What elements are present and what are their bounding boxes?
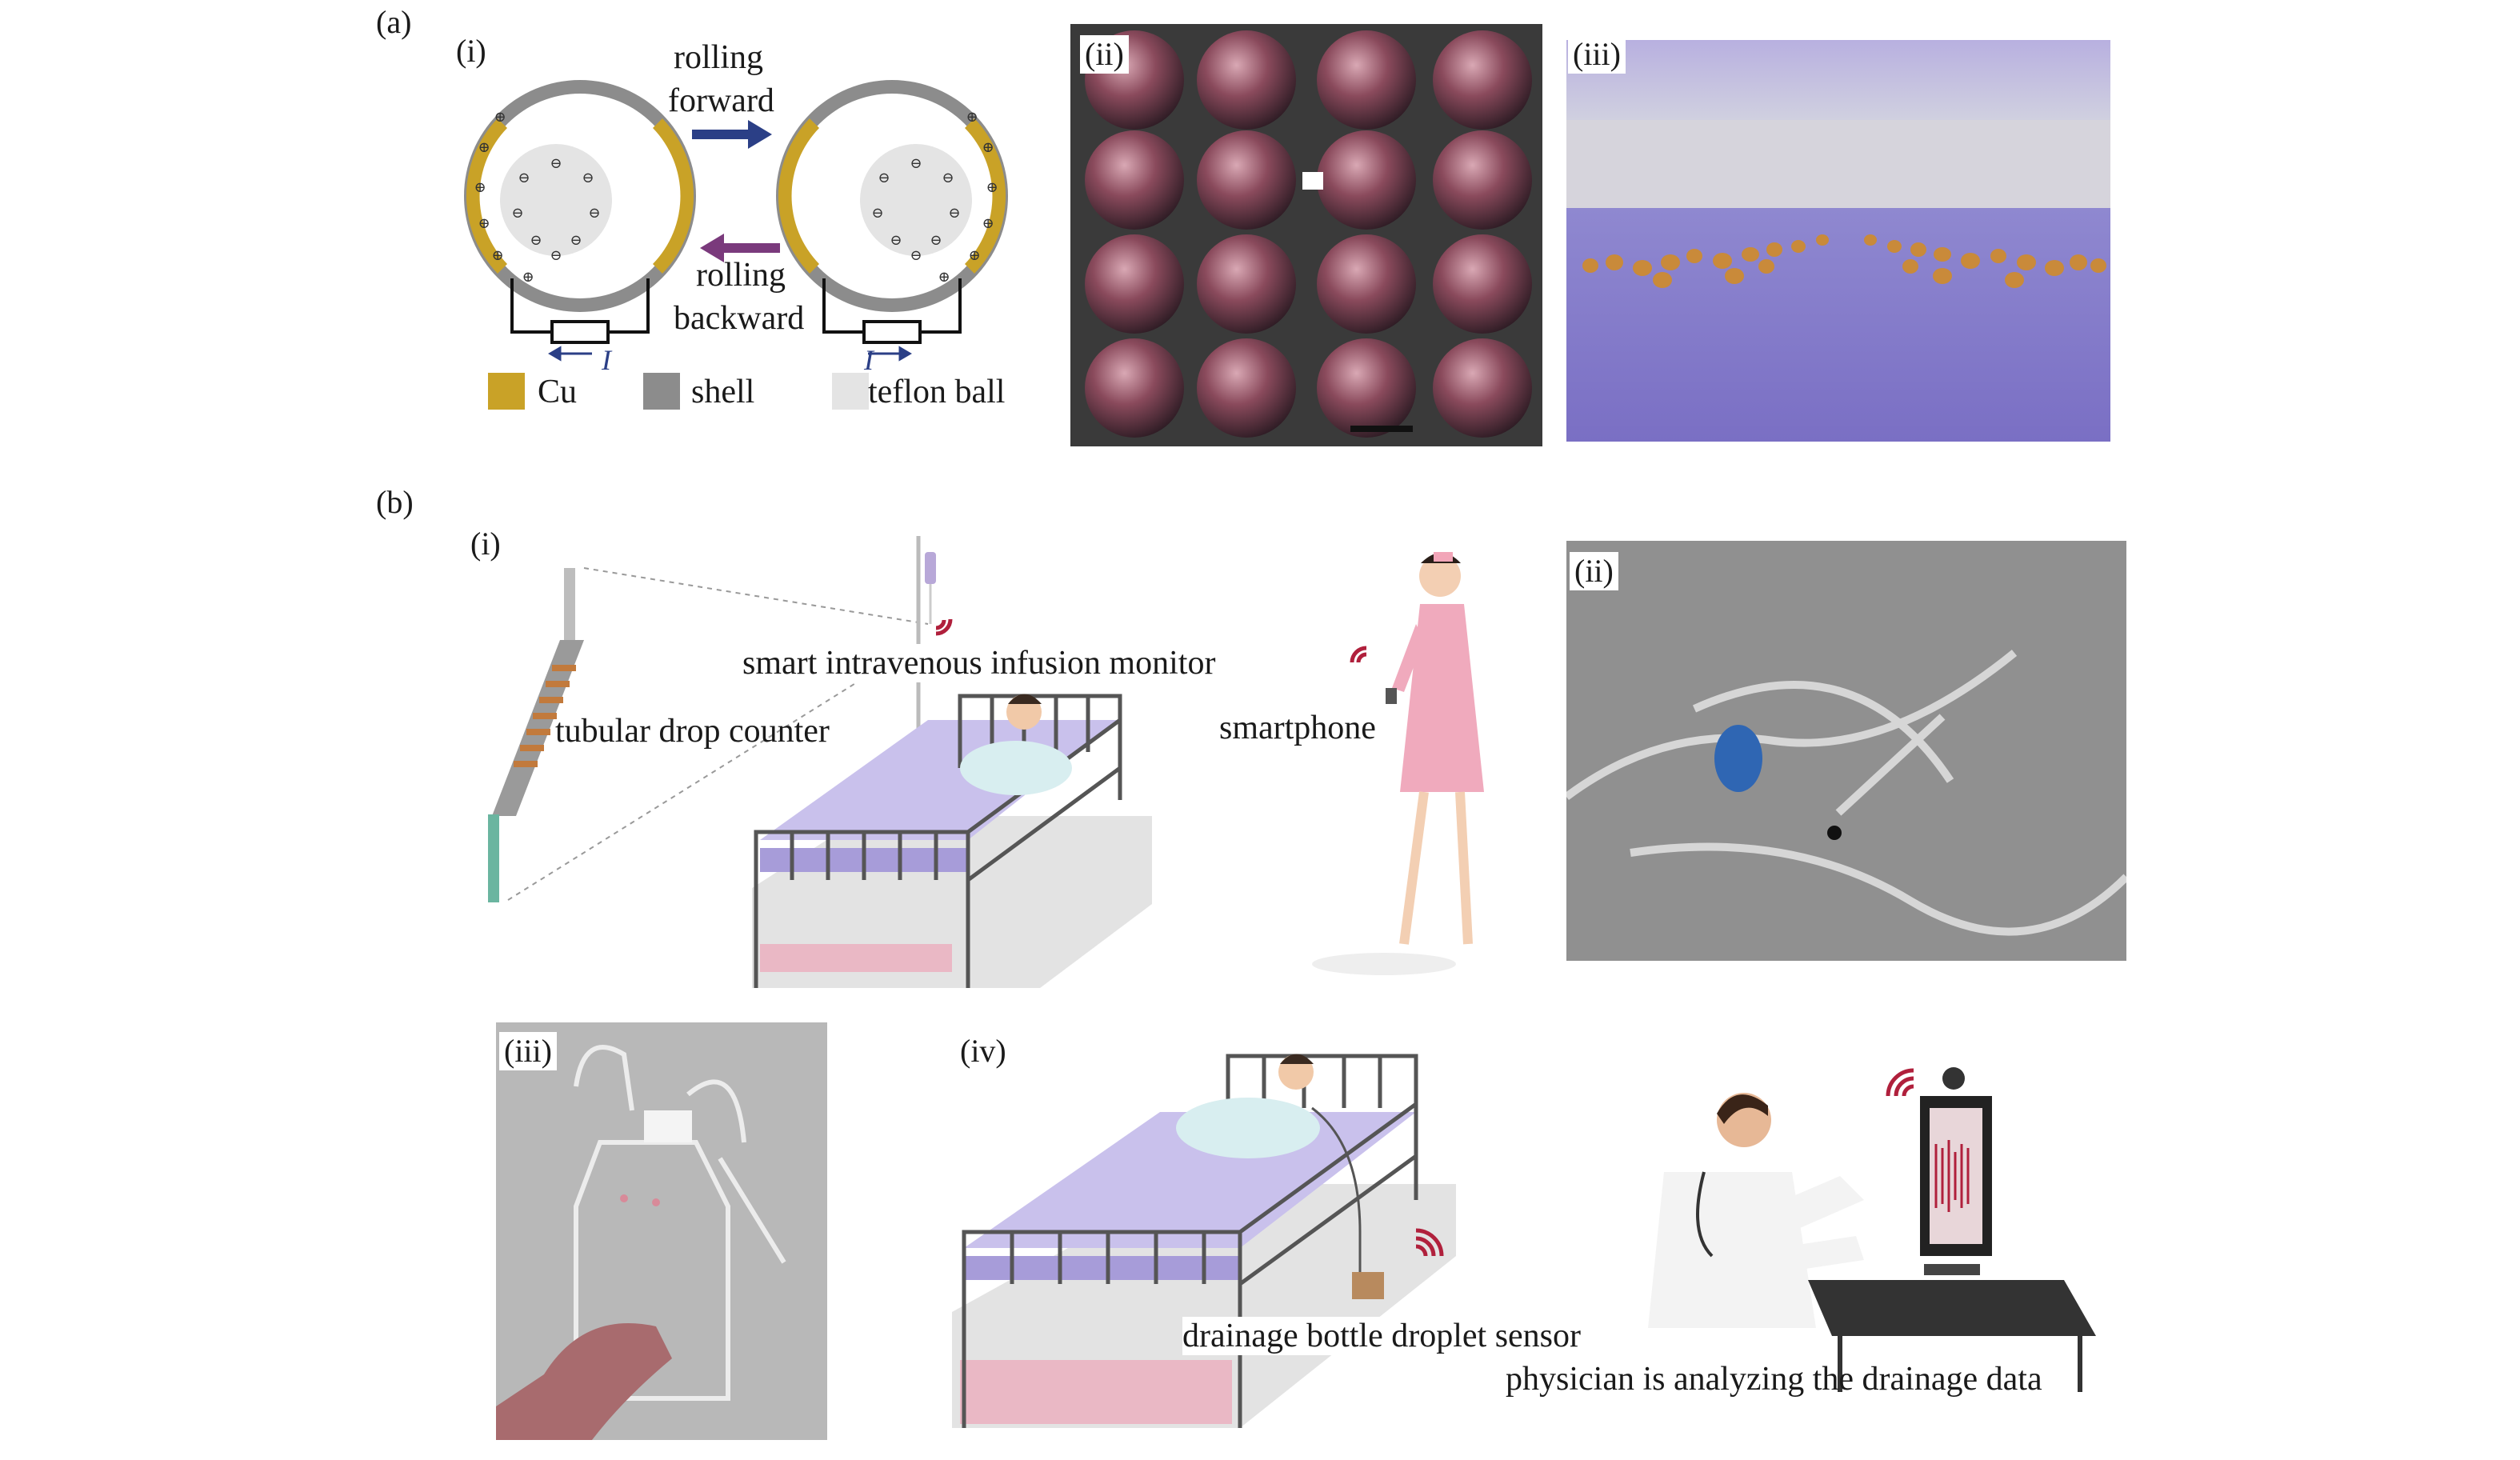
svg-text:⊖: ⊖ [878,170,890,186]
svg-text:⊖: ⊖ [910,155,922,171]
svg-text:⊖: ⊖ [942,170,954,186]
panel-b-ii-label: (ii) [1570,552,1618,590]
legend-swatch-shell [643,373,680,410]
right-circuit [822,278,962,344]
tubular-drop-counter-label: tubular drop counter [555,713,830,750]
rolling-backward-line1: rolling [696,257,786,294]
svg-text:⊖: ⊖ [550,247,562,263]
ball-array-photo [1070,24,1542,446]
current-symbol-left: I [601,344,613,376]
panel-a-ii-label: (ii) [1080,35,1129,74]
svg-text:⊖: ⊖ [871,205,883,221]
rolling-forward-line2: forward [668,82,774,119]
legend-swatch-teflon-ball [832,373,869,410]
svg-text:⊖: ⊖ [948,205,960,221]
smartphone-label: smartphone [1219,710,1376,746]
svg-text:⊕: ⊕ [966,109,978,125]
drainage-sensor-signal-icon [1415,1228,1444,1257]
legend-label-shell: shell [691,374,755,410]
infusion-monitor-label: smart intravenous infusion monitor [742,644,1216,682]
backward-arrow [700,234,780,262]
panel-b-iv-label: (iv) [960,1033,1006,1069]
svg-text:⊕: ⊕ [491,247,503,263]
svg-text:⊕: ⊕ [938,269,950,285]
drainage-scene-illustration [952,1054,2096,1428]
svg-text:⊖: ⊖ [582,170,594,186]
svg-text:⊕: ⊕ [494,109,506,125]
smartphone-signal-icon [1350,646,1367,663]
panel-a-label: (a) [376,4,412,40]
legend-label-cu: Cu [538,374,578,410]
svg-text:⊕: ⊕ [474,179,486,195]
floating-array-render [1566,40,2110,442]
iv-signal-icon [935,618,953,636]
svg-text:⊕: ⊕ [982,215,994,231]
rolling-backward-line2: backward [674,300,805,337]
svg-text:⊖: ⊖ [930,232,942,248]
svg-text:⊕: ⊕ [986,179,998,195]
panel-b-label: (b) [376,484,414,520]
left-ball: ⊖⊖⊖ ⊖⊖⊖ ⊖⊖ ⊕⊕⊕ ⊕⊕⊕ [464,80,696,312]
drop-counter-tubing-photo [1566,541,2126,961]
svg-text:⊖: ⊖ [518,170,530,186]
svg-text:⊕: ⊕ [478,215,490,231]
svg-text:⊖: ⊖ [511,205,523,221]
drainage-bottle-photo [496,1022,827,1440]
rolling-forward-line1: rolling [674,39,763,76]
computer-signal-icon [1886,1068,1914,1097]
hospital-bed-top [752,694,1152,988]
physician-figure [1648,1093,1864,1328]
legend-label-teflon-ball: teflon ball [868,374,1006,410]
svg-text:⊖: ⊖ [530,232,542,248]
svg-text:⊖: ⊖ [570,232,582,248]
svg-text:⊖: ⊖ [910,247,922,263]
svg-text:⊖: ⊖ [890,232,902,248]
svg-text:⊕: ⊕ [982,139,994,155]
tubular-drop-counter [488,568,584,902]
teng-ball-schematic: ⊖⊖⊖ ⊖⊖⊖ ⊖⊖ ⊕⊕⊕ ⊕⊕⊕ ⊖⊖⊖ ⊖⊖⊖ ⊖⊖ ⊕⊕⊕ ⊕⊕⊕ [464,80,1008,376]
svg-text:⊖: ⊖ [550,155,562,171]
panel-a-i-label: (i) [456,33,486,69]
hospital-bed-bottom [952,1054,1456,1428]
right-ball: ⊖⊖⊖ ⊖⊖⊖ ⊖⊖ ⊕⊕⊕ ⊕⊕⊕ [776,80,1008,312]
physician-label: physician is analyzing the drainage data [1506,1361,2042,1398]
svg-text:⊕: ⊕ [522,269,534,285]
left-circuit [510,278,650,344]
nurse-figure [1312,552,1484,975]
desk-and-monitor [1808,1067,2096,1392]
drainage-sensor-label: drainage bottle droplet sensor [1182,1317,1582,1355]
panel-b-iii-label: (iii) [499,1032,557,1070]
forward-arrow [692,120,772,149]
svg-text:⊕: ⊕ [968,247,980,263]
panel-a-iii-label: (iii) [1568,35,1626,74]
infusion-scene-illustration [488,536,1484,988]
svg-text:⊖: ⊖ [588,205,600,221]
svg-text:⊕: ⊕ [478,139,490,155]
legend-swatch-cu [488,373,525,410]
panel-b-i-label: (i) [470,526,501,562]
current-symbol-right: I [863,344,875,376]
